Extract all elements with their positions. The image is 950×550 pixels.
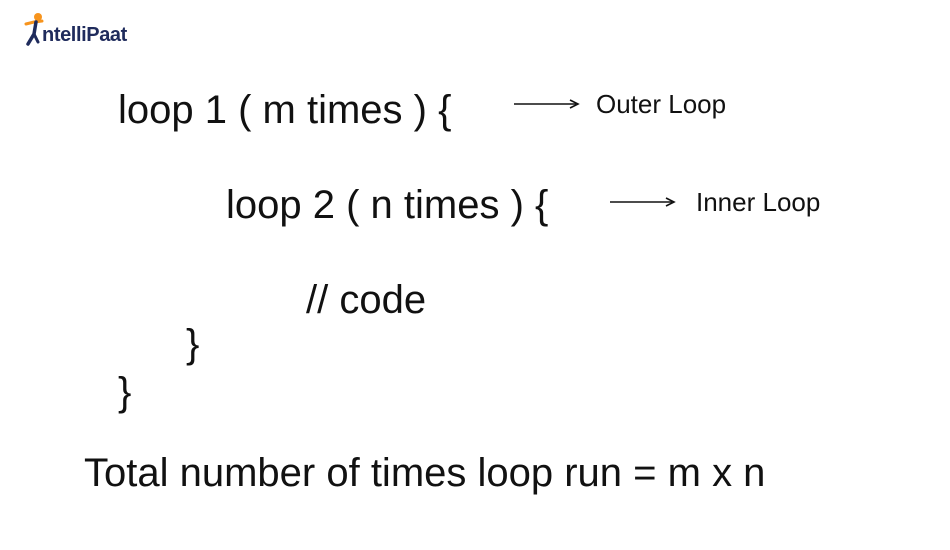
inner-loop-label: Inner Loop [696, 187, 821, 217]
outer-loop-label: Outer Loop [596, 89, 727, 119]
inner-loop-close-brace: } [186, 322, 200, 366]
loop-body-comment: // code [306, 278, 427, 322]
inner-loop-arrow-icon [610, 197, 676, 207]
total-runs-formula: Total number of times loop run = m x n [84, 451, 766, 495]
logo-text: ntelliPaat [42, 24, 127, 46]
outer-loop-header: loop 1 ( m times ) { [118, 88, 452, 132]
inner-loop-header: loop 2 ( n times ) { [226, 183, 549, 227]
outer-loop-close-brace: } [118, 370, 132, 414]
logo-runner-icon [24, 13, 44, 46]
outer-loop-arrow-icon [514, 99, 580, 109]
